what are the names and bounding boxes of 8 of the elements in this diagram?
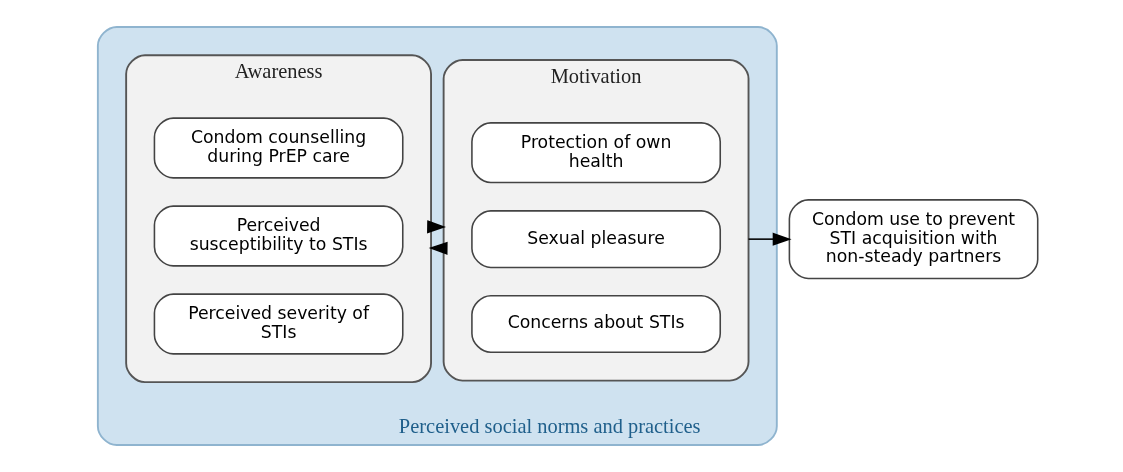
node-box: Sexual pleasure: [471, 210, 722, 269]
node-box: Concerns about STIs: [471, 294, 722, 354]
node-box: Condom use to prevent STI acquisition with non-steady partners: [788, 199, 1039, 280]
node-box: Perceived severity of STIs: [153, 293, 404, 355]
node-box: Protection of own health: [471, 122, 722, 184]
node-box: Condom counselling during PrEP care: [153, 117, 404, 179]
arrow: [747, 232, 792, 246]
node-box: Perceived susceptibility to STIs: [153, 205, 404, 267]
